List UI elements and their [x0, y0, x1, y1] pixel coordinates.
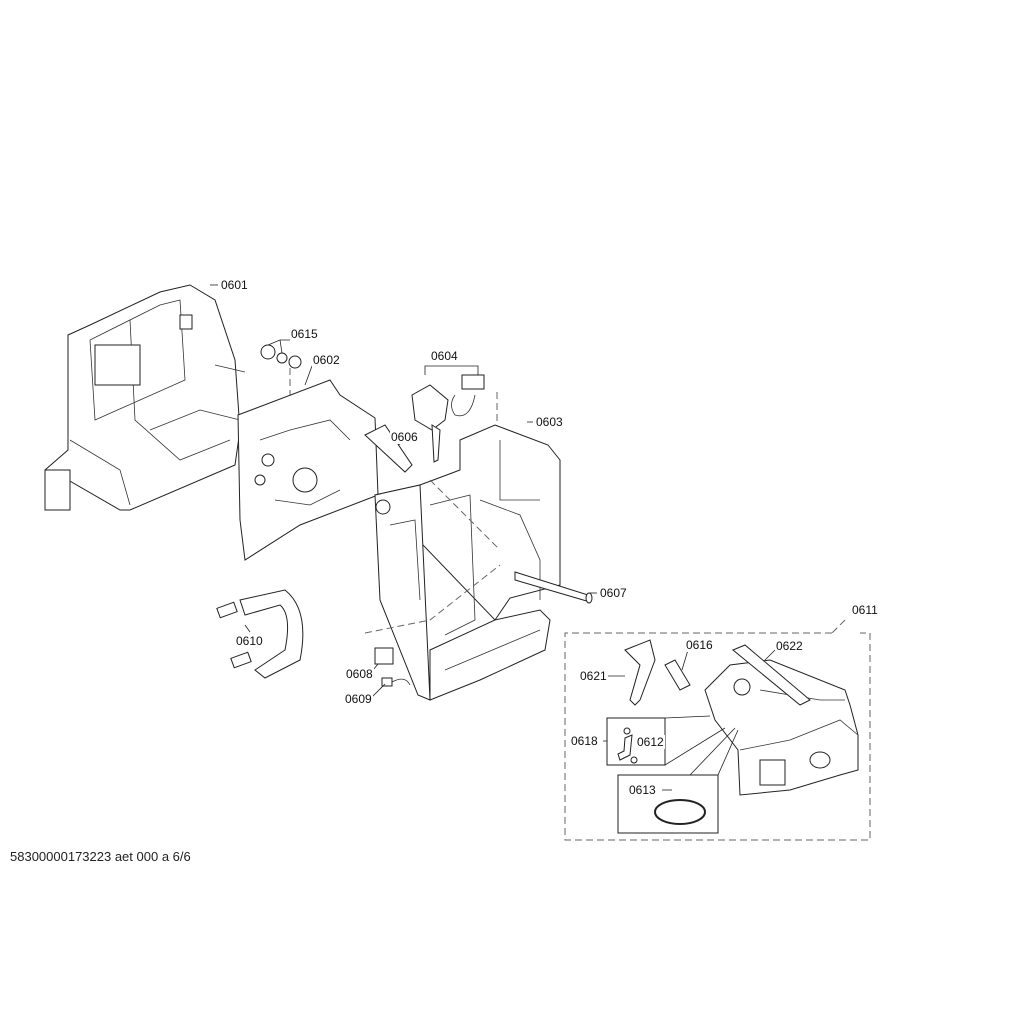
label-0607: 0607: [599, 586, 628, 600]
part-0602-plate: [237, 365, 379, 561]
drawing-reference-footer: 58300000173223 aet 000 a 6/6: [10, 849, 191, 864]
label-0608: 0608: [345, 667, 374, 681]
part-0611-brewing-unit: [704, 659, 859, 796]
part-0603-housing: [374, 424, 561, 701]
part-0613-seal-ring: [654, 799, 706, 825]
label-0611: 0611: [851, 603, 879, 617]
part-0601-frame: [44, 284, 246, 511]
group-0611-outline: [564, 632, 871, 841]
label-0621: 0621: [579, 669, 608, 683]
label-0610: 0610: [235, 634, 264, 648]
part-0615-knobs: [260, 339, 302, 369]
label-0606: 0606: [390, 430, 419, 444]
part-0618-fitting: [617, 727, 638, 764]
label-0604: 0604: [430, 349, 459, 363]
part-0610-bracket: [216, 589, 304, 679]
part-0608-clip: [374, 647, 394, 665]
label-0616: 0616: [685, 638, 714, 652]
part-0607-rod: [514, 571, 593, 604]
label-0612: 0612: [636, 735, 665, 749]
label-0601: 0601: [220, 278, 249, 292]
label-0613: 0613: [628, 783, 657, 797]
part-0609-sensor: [381, 677, 411, 687]
label-0615: 0615: [290, 327, 319, 341]
part-0622-lid: [732, 644, 811, 706]
label-0618: 0618: [570, 734, 599, 748]
part-0604-switch: [411, 365, 485, 463]
label-0622: 0622: [775, 639, 804, 653]
label-0603: 0603: [535, 415, 564, 429]
part-0621-lever: [624, 639, 656, 706]
label-0609: 0609: [344, 692, 373, 706]
box-0613: [617, 774, 719, 834]
label-0602: 0602: [312, 353, 341, 367]
box-0618-0612: [606, 717, 666, 766]
part-0606-lever: [364, 424, 413, 473]
part-0616-valve: [664, 649, 691, 691]
